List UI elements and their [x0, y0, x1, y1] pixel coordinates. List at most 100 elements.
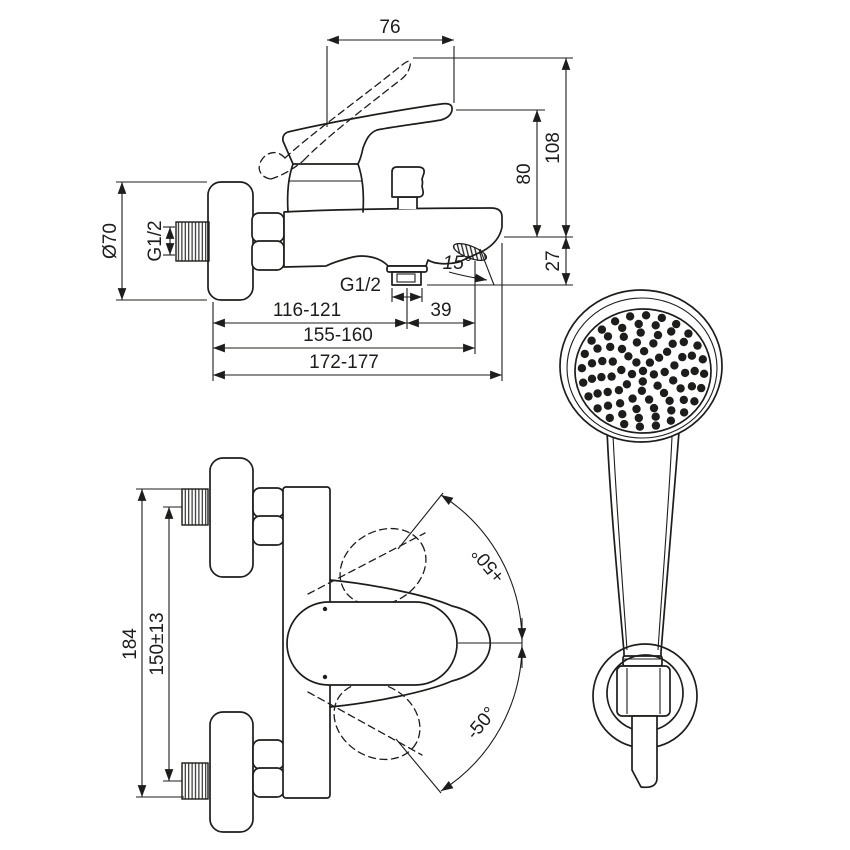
spray-nozzle-dot — [614, 386, 624, 395]
spray-nozzle-dot — [649, 403, 659, 413]
spray-nozzle-dot — [632, 338, 642, 347]
spray-nozzle-dot — [587, 359, 597, 368]
dim-overall-height: 184 — [120, 628, 141, 660]
spray-nozzle-dot — [634, 319, 643, 329]
spray-nozzle-dot — [584, 392, 593, 401]
spray-nozzle-dot — [676, 384, 685, 393]
handle-grip — [286, 601, 458, 686]
spray-nozzle-dot — [654, 353, 664, 362]
spray-nozzle-dot — [606, 342, 615, 352]
spray-nozzle-dot — [668, 339, 677, 348]
mixer-body — [283, 207, 503, 268]
dim-handle-projection: 76 — [379, 17, 400, 38]
spray-nozzle-dot — [653, 381, 662, 390]
bottom-escutcheon — [209, 711, 254, 833]
spray-nozzle-dot — [679, 408, 689, 417]
spout-aerator — [452, 242, 488, 262]
spray-nozzle-dot — [639, 347, 649, 356]
inlet-thread-nipple — [175, 221, 210, 262]
handle-detail-dot — [322, 606, 328, 612]
spray-nozzle-dot — [610, 317, 620, 326]
spray-nozzle-dot — [638, 377, 647, 386]
spray-nozzle-dot — [617, 344, 627, 354]
side-view-dimensions: 76 108 80 27 Ø70 G1/2 — [100, 17, 573, 381]
wall-escutcheon — [207, 181, 254, 301]
spray-nozzle-dot — [679, 395, 688, 405]
dim-wall-overall: 172-177 — [309, 352, 379, 373]
spray-nozzle-dot — [657, 313, 666, 323]
spray-nozzle-dot — [669, 376, 678, 385]
side-view: 76 108 80 27 Ø70 G1/2 — [100, 17, 573, 381]
dim-spout-angle: 15° — [443, 253, 472, 274]
spray-nozzle-dot — [632, 358, 641, 367]
spray-nozzle-dot — [699, 369, 709, 378]
spray-nozzle-dot — [660, 367, 669, 377]
spray-nozzle-dot — [651, 421, 661, 430]
spray-nozzle-dot — [666, 416, 676, 425]
dim-wall-to-tip: 155-160 — [303, 325, 373, 346]
spray-nozzle-dot — [625, 312, 635, 321]
spray-nozzle-dot — [608, 357, 617, 366]
spray-nozzle-dot — [635, 422, 645, 431]
spray-nozzle-dot — [645, 358, 655, 367]
spray-nozzle-dot — [632, 404, 641, 414]
spray-nozzle-dot — [667, 327, 676, 336]
spray-nozzle-dot — [690, 366, 699, 376]
spray-nozzle-dot — [637, 386, 647, 395]
spray-nozzle-dot — [603, 401, 613, 410]
spray-nozzle-dot — [603, 387, 612, 397]
shower-head — [559, 289, 723, 443]
dim-inlet-centres: 150±13 — [147, 612, 168, 675]
spray-nozzle-dot — [634, 413, 643, 423]
spray-nozzle-dot — [698, 355, 707, 364]
spray-nozzle-dot — [697, 383, 706, 393]
diverter-knob — [391, 166, 425, 209]
spray-nozzle-dot — [628, 394, 637, 403]
spray-dots — [577, 311, 709, 431]
spray-nozzle-dot — [624, 352, 633, 361]
handle-detail-dot — [322, 674, 328, 680]
spray-nozzle-dot — [651, 321, 660, 330]
spray-nozzle-dot — [615, 399, 625, 408]
spray-nozzle-dot — [651, 412, 660, 421]
dim-height-closed: 80 — [514, 163, 535, 184]
spray-nozzle-dot — [659, 388, 669, 398]
spray-nozzle-dot — [641, 311, 651, 320]
spray-nozzle-dot — [597, 325, 607, 334]
dim-outlet-to-tip: 39 — [430, 300, 451, 321]
spray-nozzle-dot — [644, 395, 654, 404]
spray-nozzle-dot — [598, 356, 607, 366]
spray-nozzle-dot — [580, 349, 589, 359]
spray-nozzle-dot — [690, 397, 699, 406]
top-thread — [181, 488, 209, 526]
handle-swing-dashed — [307, 527, 427, 761]
spray-nozzle-dot — [607, 372, 616, 381]
spray-nozzle-dot — [653, 330, 663, 340]
spray-nozzle-dot — [618, 410, 627, 419]
hand-shower — [559, 289, 723, 789]
cartridge-housing — [286, 163, 365, 213]
spray-nozzle-dot — [687, 382, 697, 391]
spray-nozzle-dot — [618, 323, 627, 333]
shower-handle — [606, 429, 680, 659]
spray-nozzle-dot — [687, 351, 697, 360]
spray-nozzle-dot — [678, 352, 687, 362]
spray-nozzle-dot — [593, 389, 602, 398]
dim-outlet-thread: G1/2 — [340, 275, 381, 296]
spray-nozzle-dot — [619, 332, 628, 341]
spray-nozzle-dot — [649, 339, 658, 348]
top-hex-nut — [252, 487, 285, 546]
lever-handle — [282, 102, 453, 165]
spray-nozzle-dot — [627, 369, 637, 379]
spray-nozzle-dot — [577, 364, 587, 373]
dim-spout-drop: 27 — [543, 250, 564, 271]
spray-nozzle-dot — [579, 378, 588, 387]
spray-nozzle-dot — [693, 341, 702, 350]
spray-nozzle-dot — [679, 337, 688, 347]
spray-nozzle-dot — [667, 406, 676, 415]
lever-handle-raised-dashed — [258, 60, 411, 180]
spray-nozzle-dot — [620, 419, 629, 429]
front-view-dimensions: 184 150±13 — [120, 488, 184, 798]
spray-nozzle-dot — [638, 366, 648, 376]
